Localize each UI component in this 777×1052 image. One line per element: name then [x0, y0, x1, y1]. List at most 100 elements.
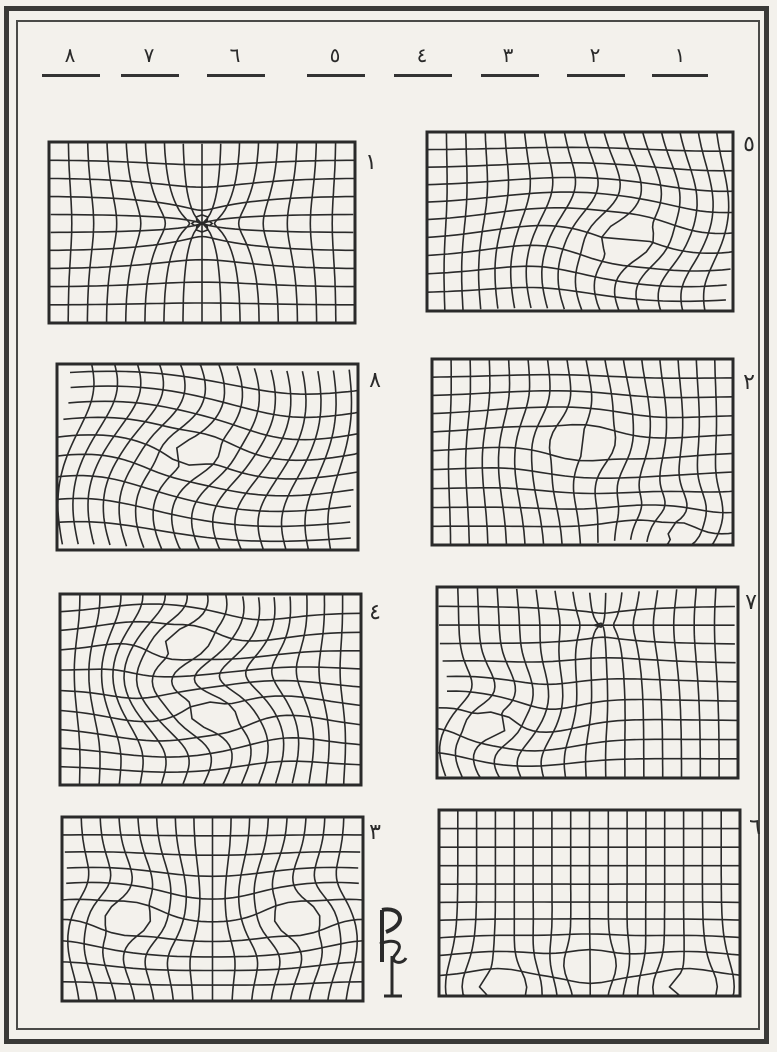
grid-line [614, 592, 626, 778]
grid-line [550, 810, 557, 996]
panel-number-1: ١ [358, 150, 384, 175]
panel-border [432, 359, 733, 545]
grid-line [107, 143, 117, 323]
grid-line [633, 591, 644, 778]
grid-line [495, 132, 509, 309]
grid-line [287, 143, 297, 323]
grid-line [482, 359, 490, 545]
grid-line [60, 738, 361, 757]
grid-line [638, 810, 646, 996]
grid-line [60, 622, 361, 641]
grid-line [57, 435, 358, 479]
grid-line [183, 144, 212, 323]
grid-line [564, 592, 580, 778]
grid-line [427, 163, 733, 171]
grid-line [192, 144, 221, 323]
grid-line [336, 817, 357, 1001]
grid-line [319, 595, 329, 784]
grid-line [432, 425, 733, 438]
grid-line [440, 637, 735, 644]
grid-line [631, 359, 651, 540]
panel-number-6: ٦ [742, 815, 768, 840]
grid-line [479, 132, 488, 309]
grid-line [428, 178, 734, 192]
header-rule-4 [394, 74, 452, 77]
panel-number-7: ٧ [738, 590, 764, 615]
header-label-6: ٦ [210, 44, 260, 66]
grid-panel-4 [58, 592, 363, 787]
grid-line [437, 752, 738, 766]
grid-line [462, 810, 477, 996]
grid-line [466, 359, 471, 545]
grid-line [235, 371, 291, 550]
grid-line [239, 143, 259, 322]
grid-line [123, 817, 152, 1001]
grid-line [456, 588, 495, 778]
panel-border [437, 587, 738, 778]
grid-line [432, 391, 733, 398]
grid-panel-8 [55, 362, 360, 552]
grid-line [263, 143, 278, 323]
header-rule-2 [567, 74, 625, 77]
grid-line [623, 810, 630, 996]
grid-line [427, 192, 733, 213]
header-rule-6 [207, 74, 265, 77]
grid-line [272, 817, 301, 1001]
grid-line [704, 133, 729, 312]
grid-line [681, 132, 713, 311]
grid-line [60, 667, 360, 677]
header-label-4: ٤ [397, 44, 447, 66]
header-label-7: ٧ [124, 44, 174, 66]
grid-line [432, 520, 733, 534]
grid-line [702, 810, 717, 996]
grid-line [688, 359, 707, 545]
grid-line [194, 596, 251, 785]
grid-line [272, 596, 299, 783]
grid-line [60, 681, 360, 699]
grid-line [68, 817, 89, 1001]
grid-line [694, 589, 700, 778]
grid-line [340, 594, 345, 784]
header-rule-1 [652, 74, 708, 77]
grid-line [526, 132, 553, 308]
grid-line [709, 359, 723, 545]
grid-line [293, 817, 322, 1001]
grid-line [432, 447, 733, 460]
grid-line [514, 810, 526, 996]
grid-line [444, 132, 447, 310]
panel-number-4: ٤ [362, 600, 388, 625]
header-label-1: ١ [655, 44, 705, 66]
grid-line [60, 715, 361, 741]
grid-line [164, 144, 190, 323]
grid-line [103, 817, 132, 1001]
grid-line [314, 817, 341, 1001]
grid-line [550, 359, 571, 545]
grid-line [564, 810, 573, 996]
grid-line [653, 810, 665, 996]
grid-line [575, 132, 620, 310]
grid-line [296, 596, 313, 784]
grid-line [515, 359, 530, 545]
grid-line [190, 817, 200, 1001]
grid-panel-1 [47, 140, 357, 325]
grid-line [666, 359, 687, 545]
grid-panel-3 [60, 815, 365, 1003]
grid-line [533, 810, 542, 996]
grid-line [462, 132, 467, 310]
panel-number-2: ٢ [736, 370, 762, 395]
grid-line [590, 810, 591, 996]
grid-line [60, 604, 361, 620]
grid-panel-6 [437, 808, 742, 998]
header-rule-5 [307, 74, 365, 77]
header-rule-3 [481, 74, 539, 77]
grid-line [192, 368, 260, 550]
panel-number-5: ٥ [736, 132, 762, 157]
grid-line [595, 359, 615, 543]
grid-line [126, 143, 141, 323]
grid-line [103, 364, 163, 545]
header-label-3: ٣ [483, 44, 533, 66]
grid-line [145, 143, 165, 322]
header-label-5: ٥ [310, 44, 360, 66]
grid-line [607, 810, 616, 996]
